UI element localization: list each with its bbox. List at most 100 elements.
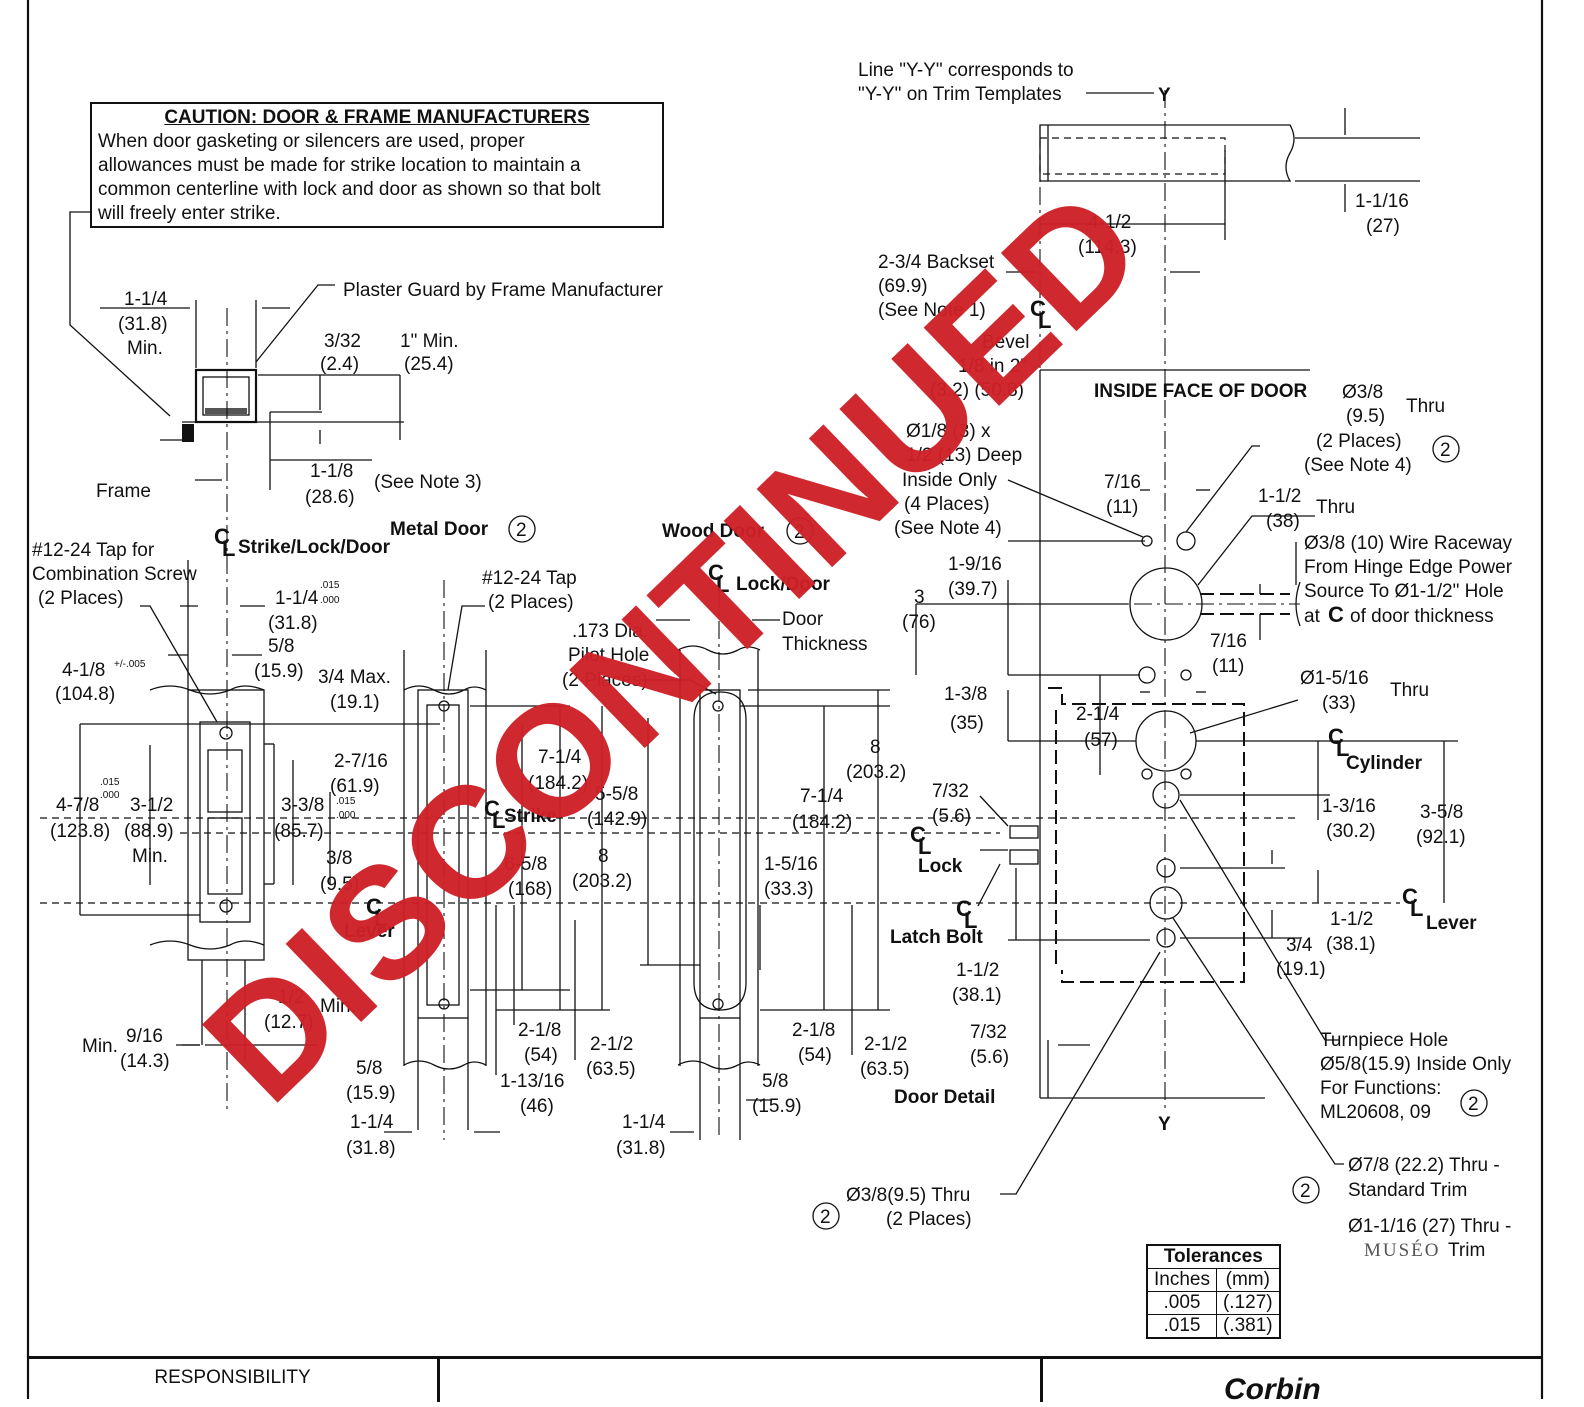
dim-20-in: 5-5/8 [595,784,638,805]
metal-door-face-view [384,580,610,1140]
dim-32-mm: (27) [1366,216,1400,237]
dim-8-tol: +/-.005 [114,659,146,670]
centerline-l: L [492,808,505,833]
dim-40-in: 7/32 [932,781,969,802]
dim-5-mm: (31.8) [268,613,318,634]
centerline-symbol: C [366,894,382,919]
dim-28-in: 2-1/8 [792,1020,835,1041]
dim-14-mm: (12.7) [264,1012,314,1033]
tap-combo-1: #12-24 Tap for [32,540,155,561]
centerline-l: L [716,572,729,597]
dim-46-mm: (5.6) [970,1047,1009,1068]
dim-2-mm: (2.4) [320,354,359,375]
frame-label: Frame [96,481,151,502]
dim-31-in: 1-1/4 [622,1112,666,1133]
hole38-1: Ø3/8 [1342,382,1383,403]
metal-door-strike-view [40,560,1400,1060]
dim-11-mm: (88.9) [124,821,174,842]
centerline-symbol: C [484,796,500,821]
tolerances-title: Tolerances [1146,1244,1281,1269]
centerline-symbol: C [708,560,724,585]
note-circle [1292,1176,1320,1204]
hole112-1: 1-1/2 [1258,486,1301,507]
dim-42-mm: (92.1) [1416,827,1466,848]
hole1516-3: Thru [1390,680,1429,701]
dim-36-in: 3 [914,587,925,608]
tolerances-header-inches: Inches [1146,1268,1217,1292]
dim-15-mm: (14.3) [120,1051,170,1072]
dim-35-in: 1-9/16 [948,554,1002,575]
note-circle-num: 2 [516,520,527,541]
dim-43-in: 1-1/2 [1330,909,1373,930]
dim-11-min: Min. [132,846,168,867]
dim-16-mm: (15.9) [346,1083,396,1104]
dim-39-mm: (57) [1084,730,1118,751]
tap-combo-2: Combination Screw [32,564,197,585]
dim-5-in: 1-1/4 [275,588,319,609]
note-circle [1460,1089,1488,1117]
dim-40-mm: (5.6) [932,806,971,827]
strike-label: Strike [504,806,557,827]
caution-line-1: When door gasketing or silencers are use… [98,131,525,152]
dim-44-mm: (38.1) [952,985,1002,1006]
tap-1: #12-24 Tap [482,568,577,589]
centerline-symbol: C [1030,296,1046,321]
raceway-3: Source To Ø1-1/2" Hole [1304,581,1504,602]
hole112-2: (38) [1266,511,1300,532]
dim-1-in: 1-1/4 [124,289,168,310]
hole112-3: Thru [1316,497,1355,518]
centerline-l: L [1038,308,1051,333]
dim-10-tol-minus: .000 [100,790,120,801]
caution-line-2: allowances must be made for strike locat… [98,155,581,176]
dim-32-in: 1-1/16 [1355,191,1409,212]
dim-3-in: 1" Min. [400,331,458,352]
tolerance-inches: .005 [1146,1291,1217,1315]
dim-26-mm: (184.2) [792,812,852,833]
dim-20-mm: (142.9) [587,809,647,830]
turn-4: ML20608, 09 [1320,1102,1431,1123]
dim-10-tol-plus: .015 [100,777,120,788]
cylinder-label: Cylinder [1346,753,1423,774]
raceway-5: of door thickness [1350,606,1494,627]
backset-3: (See Note 1) [878,300,986,321]
backset-1: 2-3/4 Backset [878,252,995,273]
latch-bolt-label: Latch Bolt [890,927,984,948]
dim-30-mm: (15.9) [752,1096,802,1117]
plaster-guard-label: Plaster Guard by Frame Manufacturer [343,280,664,301]
hole18-1: Ø1/8 (3) x [906,421,991,442]
dim-18-in: 7-1/4 [538,747,582,768]
dim-27-mm: (203.2) [846,762,906,783]
dim-7-in: 3/4 Max. [318,667,391,688]
dim-10-in: 4-7/8 [56,795,99,816]
tolerance-mm: (.127) [1215,1291,1281,1315]
hole38-4: (2 Places) [1316,431,1402,452]
hole38-5: (See Note 4) [1304,455,1412,476]
dim-9-in: 2-7/16 [334,751,388,772]
dim-15-min: Min. [82,1036,118,1057]
table-row: .005 (.127) [1146,1291,1281,1315]
turn-1: Turnpiece Hole [1320,1030,1448,1051]
dim-21-in: 8 [598,846,609,867]
dim-12-tol-plus: .015 [336,796,356,807]
dim-45-mm: (19.1) [1276,959,1326,980]
wood-door-label: Wood Door [662,521,765,542]
dim-35-mm: (39.7) [948,579,998,600]
dim-21-mm: (203.2) [572,871,632,892]
raceway-2: From Hinge Edge Power [1304,557,1513,578]
turn-2: Ø5/8(15.9) Inside Only [1320,1054,1512,1075]
tolerance-inches: .015 [1146,1314,1217,1339]
hole38-2: (9.5) [1346,406,1385,427]
dim-22-mm: (54) [524,1045,558,1066]
watermark-text: DISCONTINUED [171,156,1176,1135]
tap-2: (2 Places) [488,592,574,613]
tap-combo-3: (2 Places) [38,588,124,609]
lock-door-label: Lock/Door [736,574,831,595]
dim-44-in: 1-1/2 [956,960,999,981]
pilot-3: (2 Places) [562,670,648,691]
pilot-1: .173 Dia. [572,621,648,642]
centerline-l: L [918,834,931,859]
dim-9-mm: (61.9) [330,776,380,797]
dim-43-mm: (38.1) [1326,934,1376,955]
dim-29-in: 2-1/2 [864,1034,907,1055]
responsibility-cell: RESPONSIBILITY [28,1359,440,1402]
